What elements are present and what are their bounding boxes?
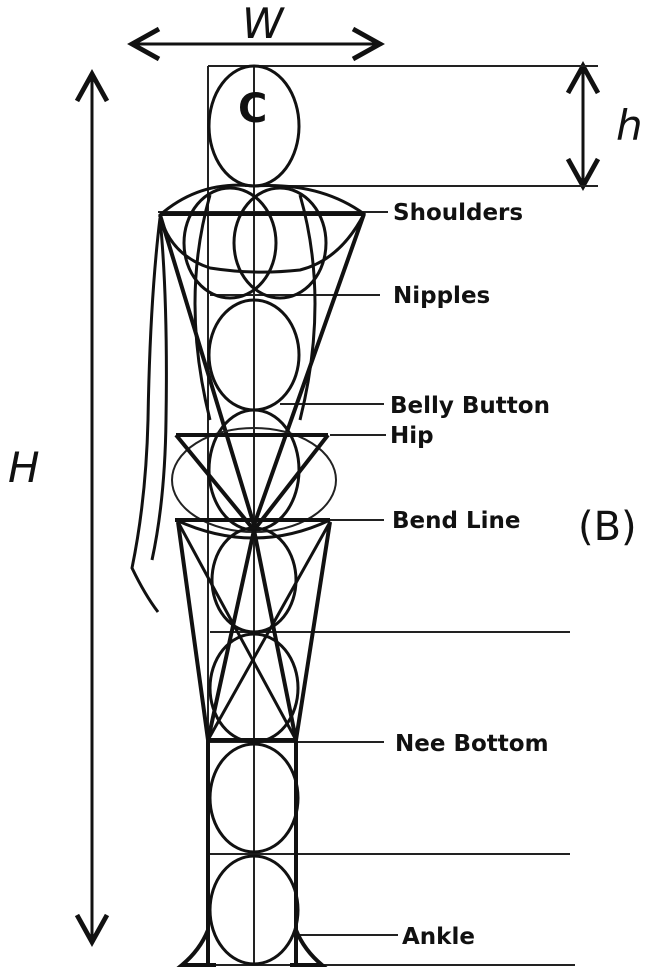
- chest-left-circle: [182, 186, 278, 300]
- shin-circle: [208, 854, 300, 966]
- nipples-label: Nipples: [393, 283, 490, 309]
- panel-tag: (B): [578, 504, 637, 550]
- belly-button-label: Belly Button: [390, 393, 550, 419]
- thigh-circle: [210, 526, 298, 634]
- thigh-cross-1: [176, 521, 298, 741]
- bend-line-label: Bend Line: [392, 508, 521, 534]
- stick-figure: [130, 64, 366, 967]
- right-foot: [290, 929, 328, 967]
- torso-triangle: [158, 213, 366, 532]
- ankle-label: Ankle: [402, 924, 475, 950]
- torso-outline: [193, 194, 317, 421]
- left-foot: [176, 929, 216, 967]
- hip-label: Hip: [390, 423, 434, 449]
- knee-bottom-label: Nee Bottom: [395, 731, 549, 757]
- total-height-symbol: H: [8, 443, 40, 492]
- leg-outer-triangle: [176, 521, 332, 741]
- shoulder-mass: [158, 183, 366, 274]
- shoulders-label: Shoulders: [393, 200, 523, 226]
- chest-right-circle: [232, 186, 328, 300]
- head-height-symbol: h: [616, 101, 643, 150]
- arm: [130, 217, 168, 613]
- head-center-symbol: C: [238, 86, 267, 132]
- calf-circle: [208, 742, 300, 854]
- width-symbol: W: [242, 0, 285, 48]
- thigh-cross-2: [206, 521, 332, 741]
